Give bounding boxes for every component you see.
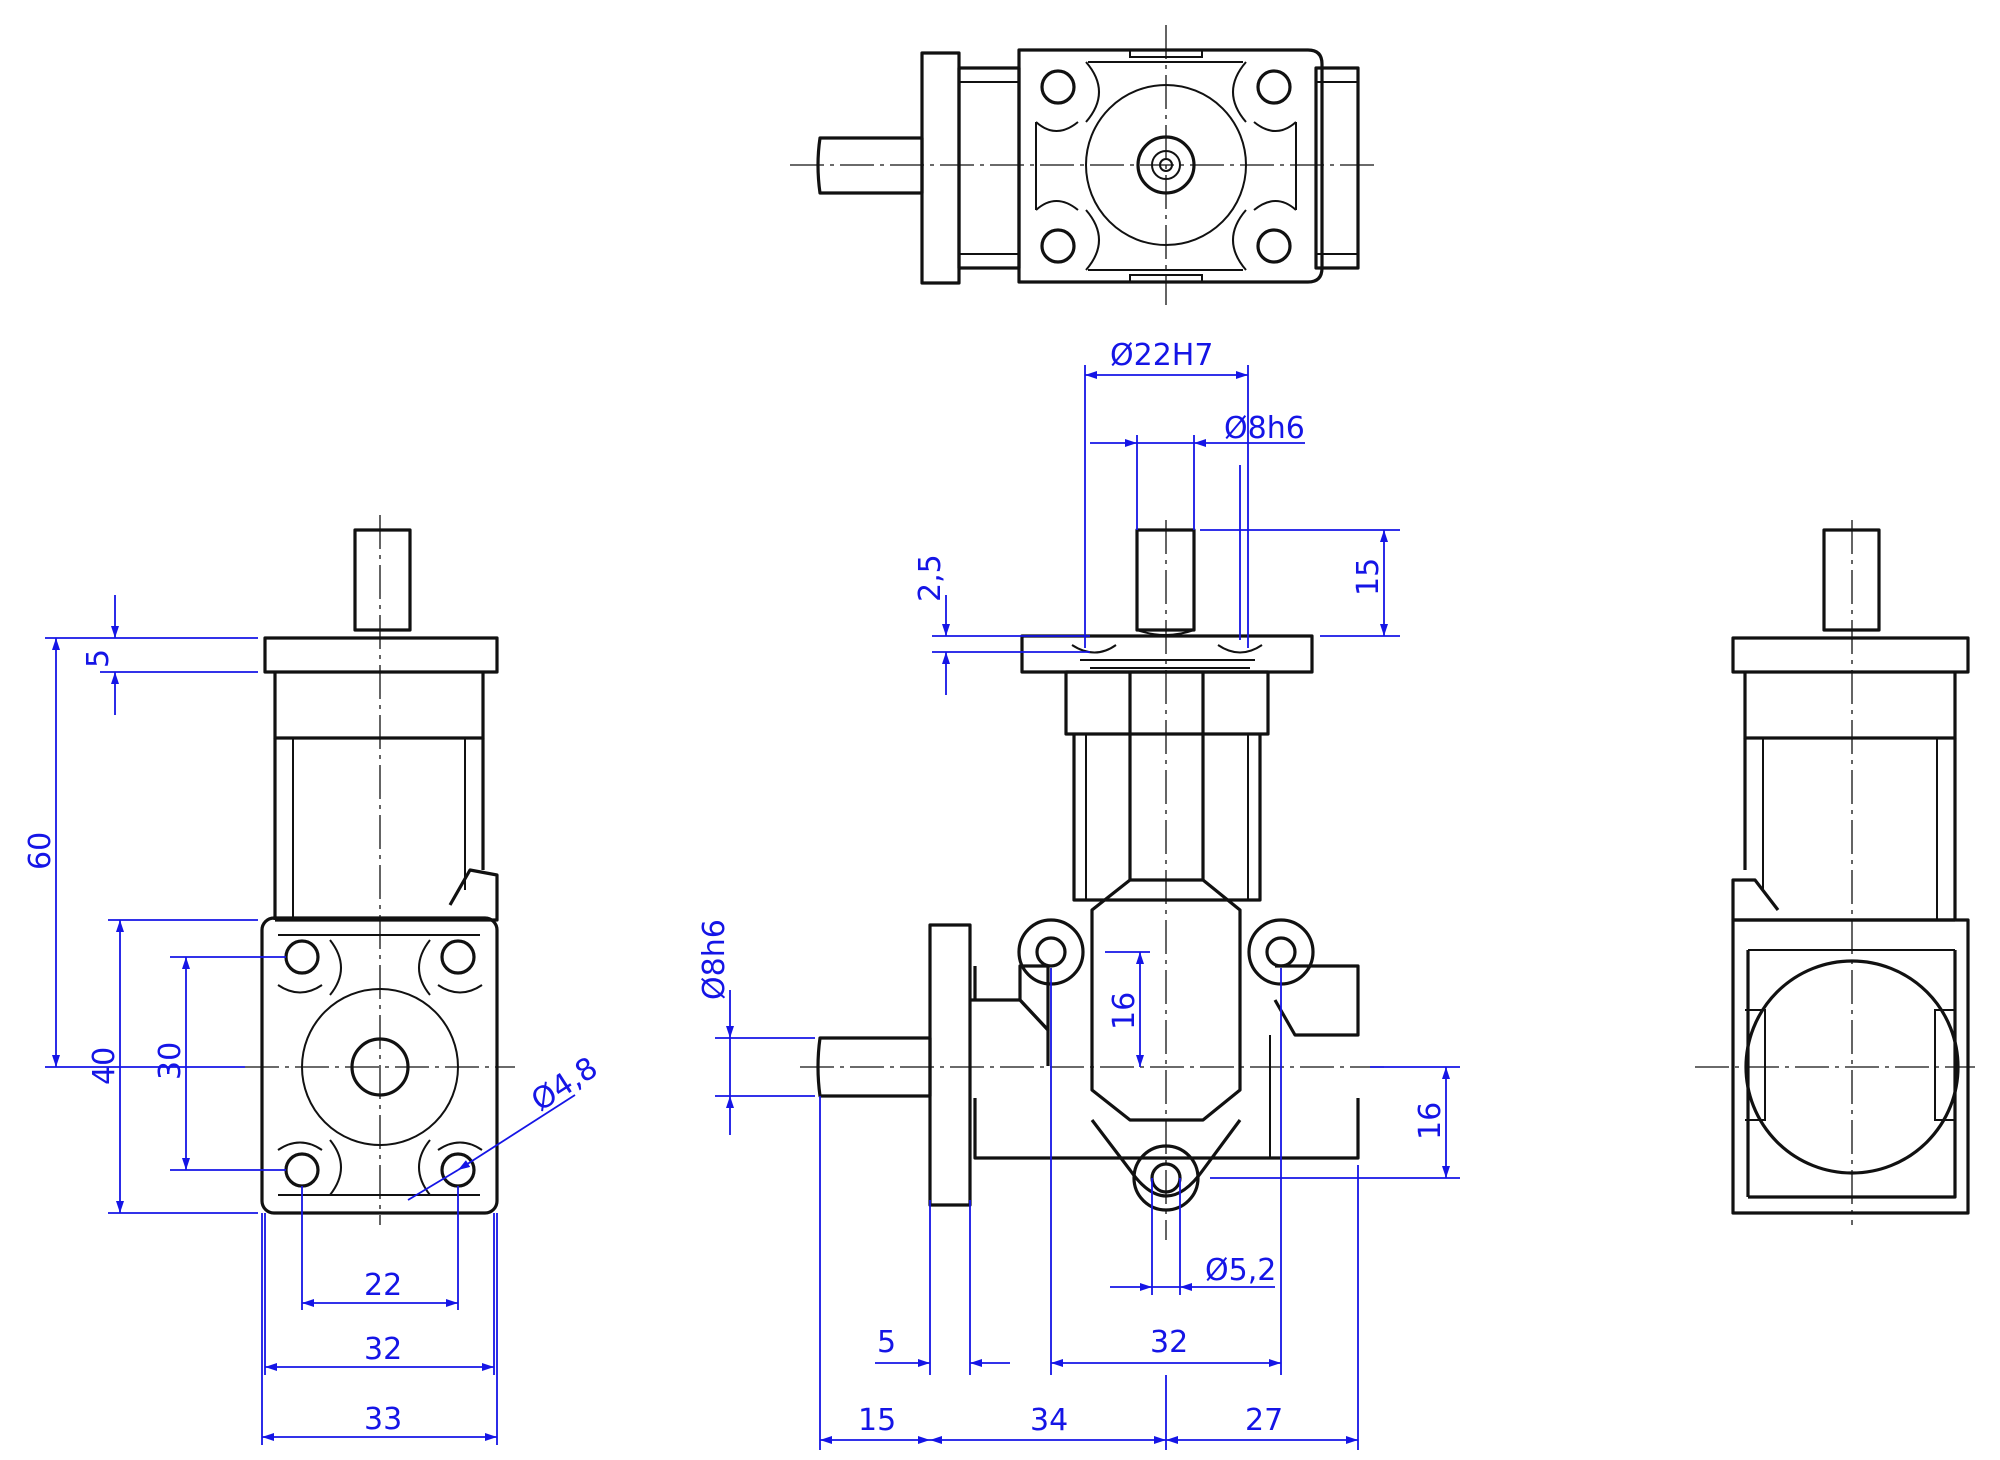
dim-30: 30 <box>153 1042 188 1080</box>
front-view <box>800 520 1385 1240</box>
dim-shaft-left: Ø8h6 <box>697 919 732 1000</box>
left-side-view <box>245 515 515 1225</box>
dimensions-left-view: 5 60 40 30 Ø4,8 22 32 33 <box>23 595 604 1445</box>
dim-32-side: 32 <box>364 1332 402 1367</box>
dim-5-front: 5 <box>877 1325 896 1360</box>
dim-22: 22 <box>364 1268 402 1303</box>
top-view <box>790 25 1380 305</box>
dim-40: 40 <box>87 1047 122 1085</box>
dim-34: 34 <box>1030 1403 1068 1438</box>
dim-2-5: 2,5 <box>913 554 948 602</box>
dim-5-side: 5 <box>81 649 116 668</box>
dim-33: 33 <box>364 1402 402 1437</box>
dim-hole-side: Ø4,8 <box>525 1051 604 1119</box>
dim-60: 60 <box>23 832 58 870</box>
dim-15-top: 15 <box>1351 558 1386 596</box>
dim-27: 27 <box>1245 1403 1283 1438</box>
dim-bore: Ø22H7 <box>1110 338 1213 373</box>
dim-16-upper: 16 <box>1107 992 1142 1030</box>
dim-hole-front: Ø5,2 <box>1205 1253 1276 1288</box>
dim-shaft-top: Ø8h6 <box>1224 411 1305 446</box>
dim-16-right: 16 <box>1413 1102 1448 1140</box>
dimensions-front-view: Ø22H7 Ø8h6 15 2,5 Ø8h6 16 16 <box>697 338 1460 1450</box>
dim-32-front: 32 <box>1150 1325 1188 1360</box>
right-side-view <box>1695 520 1975 1225</box>
dim-15-bottom: 15 <box>858 1403 896 1438</box>
